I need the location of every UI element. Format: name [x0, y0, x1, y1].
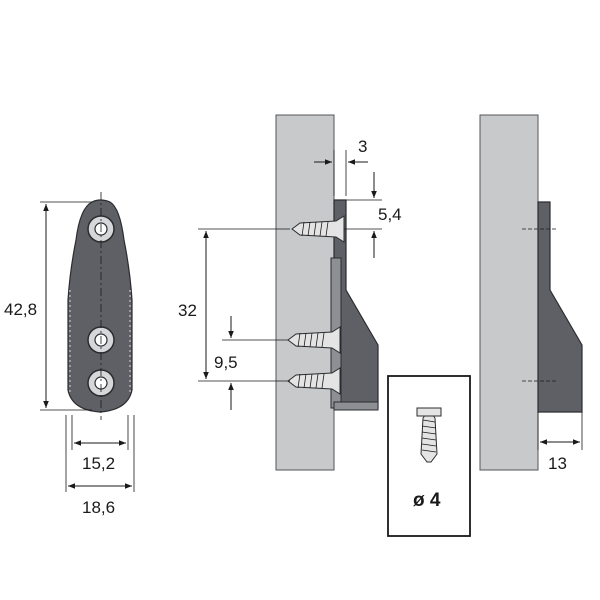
- screw-diameter-label: ø 4: [413, 490, 441, 511]
- dim-depth: 13: [537, 412, 583, 473]
- dim-height-label: 42,8: [4, 300, 37, 319]
- dim-width-inner-label: 15,2: [82, 454, 115, 473]
- dim-lower-offset: 9,5: [214, 316, 288, 410]
- screw-inset: ø 4: [387, 375, 471, 537]
- right-view: [479, 114, 583, 471]
- dim-hole-spacing: 32: [178, 228, 290, 382]
- bracket-right-profile: [537, 201, 583, 413]
- dim-hole-spacing-label: 32: [178, 301, 197, 320]
- bracket-front-view: [67, 192, 133, 420]
- panel-left: [275, 114, 335, 471]
- dim-height: 42,8: [4, 201, 92, 411]
- screw-detail-icon: [416, 407, 442, 463]
- dim-width-outer: 18,6: [65, 415, 135, 517]
- screw-middle: [287, 326, 341, 354]
- screw-bottom: [287, 367, 341, 395]
- dim-width-outer-label: 18,6: [82, 498, 115, 517]
- dim-setback: 3: [314, 137, 368, 196]
- dim-lower-offset-label: 9,5: [214, 353, 238, 372]
- dim-depth-label: 13: [548, 454, 567, 473]
- panel-right: [479, 114, 539, 471]
- dim-top-offset-label: 5,4: [378, 205, 402, 224]
- dim-width-inner: 15,2: [71, 415, 129, 473]
- bracket-body: [67, 199, 133, 413]
- dim-top-offset: 5,4: [344, 172, 402, 258]
- inset-box: [387, 375, 471, 537]
- dim-setback-label: 3: [358, 137, 367, 156]
- side-view: [275, 114, 379, 471]
